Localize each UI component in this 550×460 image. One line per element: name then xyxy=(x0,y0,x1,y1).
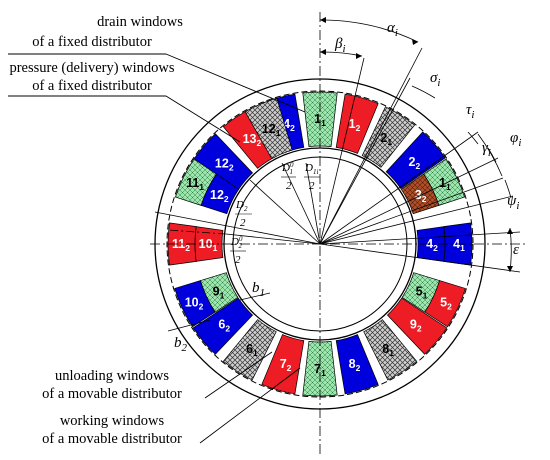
angle-symbols: αi βi σi τi φi γi ψi ε b1 b2 xyxy=(174,20,521,354)
d1-fraction: D1i 2 xyxy=(304,162,320,192)
window-label-7-1: 71 xyxy=(314,362,326,378)
angle-arrowheads xyxy=(320,17,513,272)
svg-text:2: 2 xyxy=(240,217,246,229)
gamma-symbol: γi xyxy=(482,140,491,159)
window-8-1 xyxy=(363,319,418,381)
window-9-2 xyxy=(386,297,448,355)
window-label-1-1: 11 xyxy=(314,112,326,128)
svg-text:D01: D01 xyxy=(281,161,294,176)
window-2-1 xyxy=(361,106,416,168)
window-label-12-2: 122 xyxy=(215,157,234,173)
window-12-1 xyxy=(244,97,293,160)
alpha-symbol: αi xyxy=(387,20,398,39)
window-label-split-top-4: 112 xyxy=(172,237,190,253)
b1-symbol: b1 xyxy=(252,280,265,299)
working-label-line1: working windows xyxy=(60,413,165,429)
svg-text:D2: D2 xyxy=(235,199,248,213)
leader-lines xyxy=(8,53,306,444)
pressure-label-line2: of a fixed distributor xyxy=(32,78,152,94)
window-8-2 xyxy=(335,334,379,395)
psi-symbol: ψi xyxy=(507,193,519,212)
window-12-2 xyxy=(200,173,240,215)
window-label-split-top-2: 52 xyxy=(440,296,452,312)
window-label-13-2: 132 xyxy=(243,132,262,148)
sigma-symbol: σi xyxy=(430,70,440,89)
svg-text:2: 2 xyxy=(235,254,241,266)
pressure-label-line1: pressure (delivery) windows xyxy=(9,60,174,76)
window-label-split-bottom-3: 91 xyxy=(213,284,225,300)
svg-text:D02: D02 xyxy=(230,235,243,250)
window-label-split-top-5: 111 xyxy=(186,176,204,192)
tau-symbol: τi xyxy=(466,102,474,121)
window-5-1 xyxy=(401,272,440,313)
beta-symbol: βi xyxy=(334,36,346,55)
window-7-2 xyxy=(261,334,305,395)
svg-text:2: 2 xyxy=(286,180,292,192)
window-label-2-1: 21 xyxy=(380,131,392,147)
window-6-1 xyxy=(222,319,277,381)
d2-fraction: D2 2 xyxy=(235,199,252,229)
angle-arcs xyxy=(167,19,512,332)
annotation-labels: drain windows of a fixed distributor pre… xyxy=(9,14,183,447)
window-label-1-2: 12 xyxy=(349,117,361,133)
window-3-2 xyxy=(400,173,440,215)
svg-text:2: 2 xyxy=(309,180,315,192)
window-label-7-2: 72 xyxy=(280,357,292,373)
window-label-8-1: 81 xyxy=(382,342,394,358)
window-label-split-bottom-2: 51 xyxy=(416,284,428,300)
window-6-2 xyxy=(192,297,254,355)
svg-text:D1i: D1i xyxy=(304,162,318,176)
window-ring: 1112212271726162828192122132142121113241… xyxy=(167,91,473,397)
b2-symbol: b2 xyxy=(174,335,188,354)
window-label-8-2: 82 xyxy=(349,357,361,373)
window-label-split-top-3: 102 xyxy=(185,296,204,312)
unloading-label-line2: of a movable distributor xyxy=(42,386,182,402)
working-label-line2: of a movable distributor xyxy=(42,431,182,447)
window-9-1 xyxy=(200,272,239,313)
window-label-6-2: 62 xyxy=(218,317,230,333)
window-label-2-2: 22 xyxy=(408,155,420,171)
window-label-split-bottom-0: 32 xyxy=(415,188,427,204)
epsilon-symbol: ε xyxy=(513,242,519,258)
window-1-1 xyxy=(302,91,338,148)
unloading-label-line1: unloading windows xyxy=(55,368,169,384)
phi-symbol: φi xyxy=(510,130,521,149)
window-label-split-bottom-5: 122 xyxy=(210,188,229,204)
window-label-12-1: 121 xyxy=(262,122,281,138)
window-label-split-top-0: 11 xyxy=(439,176,451,192)
construction-lines xyxy=(154,47,521,273)
window-2-2 xyxy=(385,131,446,189)
window-12-2 xyxy=(192,133,254,191)
window-label-9-2: 92 xyxy=(410,317,422,333)
center-lines xyxy=(150,12,525,455)
drain-label-line2: of a fixed distributor xyxy=(32,34,152,50)
window-1-2 xyxy=(335,93,379,154)
window-label-6-1: 61 xyxy=(246,342,258,358)
drain-label-line1: drain windows xyxy=(97,14,183,30)
